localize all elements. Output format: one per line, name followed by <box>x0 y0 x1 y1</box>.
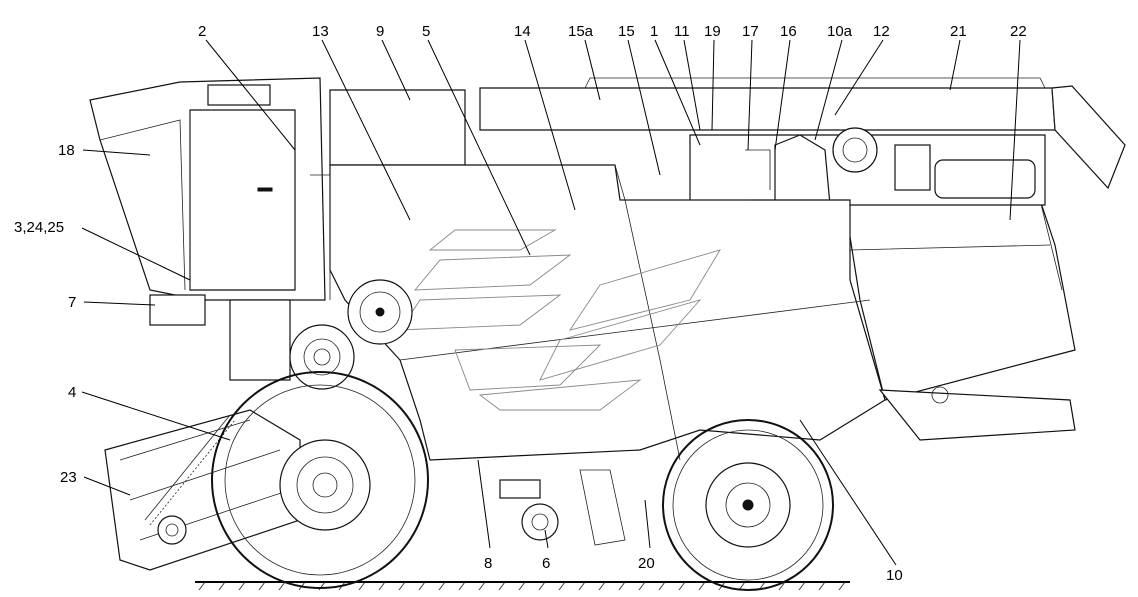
leader-lines <box>81 39 1021 566</box>
callout-9: 9 <box>376 23 384 40</box>
callout-11: 11 <box>674 23 690 40</box>
callout-2: 2 <box>198 23 206 40</box>
grain-tank-rear <box>844 199 1076 401</box>
unloading-auger <box>479 77 1126 190</box>
callout-23: 23 <box>60 469 77 486</box>
callout-15: 15 <box>618 23 635 40</box>
callout-15a: 15a <box>568 23 594 40</box>
callout-21: 21 <box>950 23 967 40</box>
callout-3-24-25: 3,24,25 <box>14 219 64 236</box>
callout-4: 4 <box>68 384 76 401</box>
callout-5: 5 <box>422 23 430 40</box>
callout-1: 1 <box>650 23 658 40</box>
ground-line <box>195 581 850 591</box>
callout-19: 19 <box>704 23 721 40</box>
callout-7: 7 <box>68 294 76 311</box>
callout-22: 22 <box>1010 23 1027 40</box>
callout-labels: 2 13 9 5 14 15a 15 1 11 19 17 16 10a 12 … <box>14 23 1027 584</box>
front-wheel <box>211 371 429 589</box>
callout-8: 8 <box>484 555 492 572</box>
callout-10: 10 <box>886 567 903 584</box>
callout-20: 20 <box>638 555 655 572</box>
rear-wheel <box>662 419 834 591</box>
callout-18: 18 <box>58 142 75 159</box>
callout-17: 17 <box>742 23 759 40</box>
callout-12: 12 <box>873 23 890 40</box>
callout-10a: 10a <box>827 23 853 40</box>
feeder-house <box>104 299 301 571</box>
rear-axle <box>499 386 1076 546</box>
engine-compartment <box>689 127 1046 266</box>
callout-6: 6 <box>542 555 550 572</box>
cabin <box>89 77 331 326</box>
callout-16: 16 <box>780 23 797 40</box>
callout-13: 13 <box>312 23 329 40</box>
callout-14: 14 <box>514 23 531 40</box>
